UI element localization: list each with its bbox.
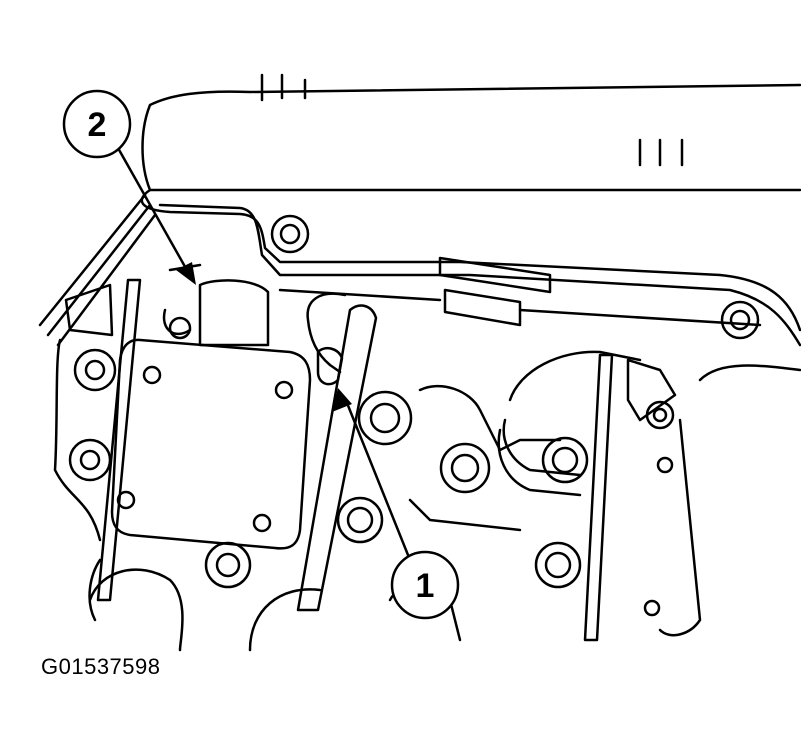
right-bracket — [626, 358, 677, 422]
callout-1: 1 — [390, 550, 460, 620]
lower-body — [88, 384, 562, 652]
right-small-bolt — [652, 407, 668, 423]
solenoid-body — [198, 279, 270, 347]
solenoid-mount — [162, 263, 202, 336]
right-edge — [658, 364, 801, 637]
center-bolt — [346, 506, 374, 534]
callout-2-arrowhead — [176, 262, 196, 285]
left-body — [53, 338, 102, 622]
left-rod — [96, 278, 142, 602]
left-plate — [38, 193, 157, 347]
center-bolt — [439, 442, 491, 494]
center-bolt — [450, 453, 480, 483]
left-bolt — [73, 348, 117, 392]
housing-ribs — [260, 73, 684, 167]
cover-bolt — [116, 490, 136, 510]
center-bolt — [357, 390, 413, 446]
upper-housing — [141, 83, 801, 192]
left-bolt — [79, 449, 101, 471]
left-bolt — [68, 438, 112, 482]
right-bolt — [551, 446, 579, 474]
center-bolt — [204, 541, 252, 589]
right-bolt — [541, 436, 589, 484]
right-bolt — [534, 541, 582, 589]
mount-bolt — [168, 316, 192, 340]
callout-1-arrowhead — [332, 388, 352, 412]
right-rod — [583, 353, 614, 642]
center-bolt — [336, 496, 384, 544]
center-bolt — [369, 402, 401, 434]
flange-bolt — [270, 214, 310, 254]
right-bolt — [544, 551, 572, 579]
center-rod — [296, 304, 378, 612]
right-small-bolt — [643, 599, 661, 617]
right-small-bolt — [656, 456, 674, 474]
flange-bolt — [720, 300, 760, 340]
callout-2: 2 — [62, 89, 132, 159]
rail-lines — [278, 288, 762, 327]
callout-2-leader — [116, 146, 190, 274]
right-hub — [497, 350, 642, 497]
callout-1-leader — [343, 396, 414, 567]
rail-clip — [438, 256, 552, 327]
cover-plate — [110, 338, 312, 550]
figure-id: G01537598 — [41, 654, 161, 679]
wire-loop — [306, 292, 347, 374]
left-bolt — [84, 359, 106, 381]
cover-bolt — [252, 513, 272, 533]
center-bolt — [215, 552, 241, 578]
callout-2-label: 2 — [88, 106, 107, 144]
cover-bolt — [274, 380, 294, 400]
right-small-bolt — [645, 400, 675, 430]
callout-1-label: 1 — [416, 567, 435, 605]
cover-bolt — [142, 365, 162, 385]
flange-bolt — [729, 309, 751, 331]
flange-bolt — [279, 223, 301, 245]
